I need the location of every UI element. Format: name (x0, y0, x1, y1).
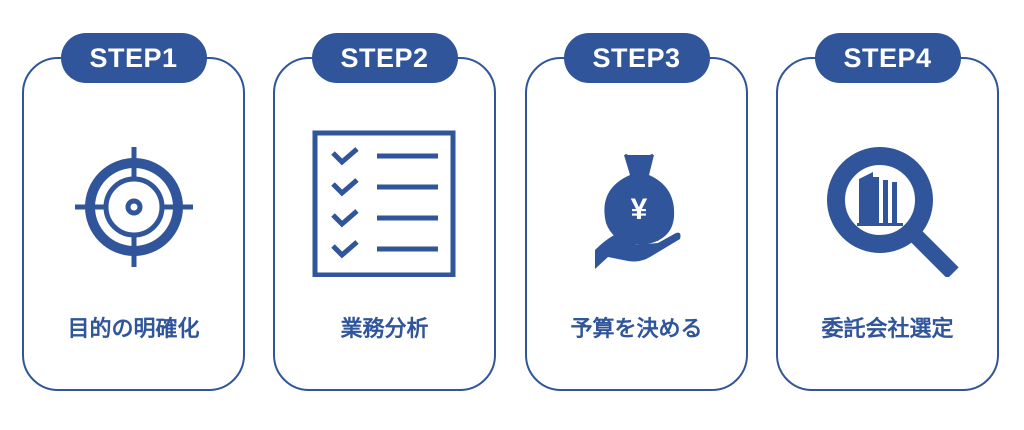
step-badge: STEP2 (311, 33, 458, 83)
step-badge: STEP3 (563, 33, 710, 83)
step-card-4: STEP4 委託会社選定 (776, 33, 999, 391)
step-label: 目的の明確化 (67, 317, 200, 342)
step-badge: STEP1 (60, 33, 207, 83)
checklist-icon (312, 130, 455, 277)
step-label: 業務分析 (340, 317, 429, 342)
step-label: 委託会社選定 (821, 317, 954, 342)
target-icon (74, 147, 193, 267)
step-badge: STEP4 (814, 33, 961, 83)
step-card-3: STEP3 ¥ 予算を決める (525, 33, 748, 391)
step-label: 予算を決める (570, 317, 703, 342)
step-card-2: STEP2 業務分析 (273, 33, 496, 391)
yen-symbol: ¥ (630, 193, 647, 226)
step-card-1: STEP1 目的の明確化 (22, 33, 245, 391)
magnifier-building-icon (826, 147, 959, 277)
money-bag-hand-icon: ¥ (594, 153, 680, 269)
